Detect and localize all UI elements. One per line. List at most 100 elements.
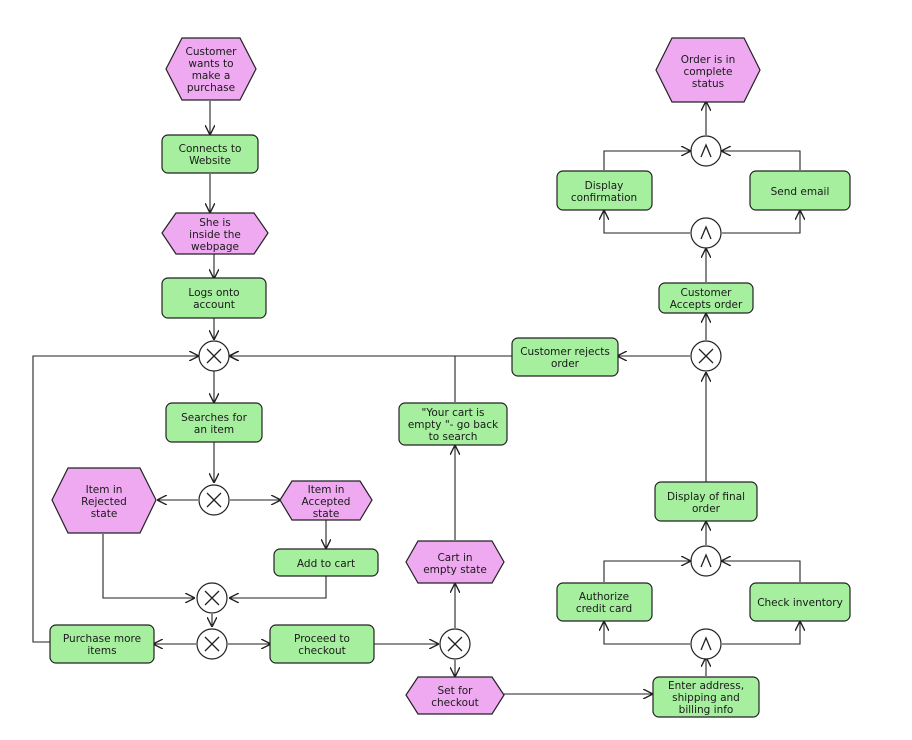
edge-rejected-g3 bbox=[102, 534, 194, 598]
label-line: order bbox=[551, 358, 580, 370]
label-line: purchase bbox=[187, 82, 235, 94]
edge-inventory-g10 bbox=[722, 561, 801, 582]
label-line: items bbox=[87, 645, 116, 657]
label-line: Order is in bbox=[681, 54, 735, 66]
label-line: state bbox=[91, 508, 118, 520]
label-line: Logs onto bbox=[188, 287, 239, 299]
label-line: complete bbox=[683, 66, 732, 78]
gate-g1 bbox=[198, 340, 230, 372]
xor-symbol bbox=[698, 348, 714, 364]
label-line: inside the bbox=[189, 229, 241, 241]
edge-display-g8 bbox=[603, 151, 690, 170]
label-line: Customer bbox=[185, 46, 237, 58]
label-line: Display bbox=[585, 180, 624, 192]
label-line: shipping and bbox=[672, 692, 740, 704]
edge-add-g3 bbox=[230, 576, 327, 598]
label-line: Customer bbox=[680, 287, 732, 299]
function-add-cart-text: Add to cart bbox=[297, 558, 355, 570]
edge-g9-email bbox=[722, 211, 800, 234]
xor-symbol bbox=[204, 590, 220, 606]
xor-symbol bbox=[447, 636, 463, 652]
edge-purchase-g1 bbox=[32, 356, 198, 643]
gate-g10 bbox=[690, 545, 722, 577]
label-line: an item bbox=[194, 424, 234, 436]
label-line: Add to cart bbox=[297, 558, 355, 570]
label-line: make a bbox=[192, 70, 231, 82]
label-line: to search bbox=[429, 431, 478, 443]
and-symbol bbox=[700, 143, 712, 158]
label-line: She is bbox=[199, 217, 231, 229]
label-line: checkout bbox=[298, 645, 346, 657]
label-line: account bbox=[193, 299, 235, 311]
label-line: Set for bbox=[437, 685, 473, 697]
label-line: Cart in bbox=[437, 552, 472, 564]
gate-g2 bbox=[198, 484, 230, 516]
gate-g8 bbox=[690, 135, 722, 167]
function-send-email: Send email bbox=[749, 170, 851, 211]
gate-g3 bbox=[196, 582, 228, 614]
label-line: webpage bbox=[191, 241, 239, 253]
edges bbox=[32, 101, 801, 694]
gate-circle bbox=[690, 545, 722, 577]
gate-circle bbox=[690, 628, 722, 660]
function-inventory: Check inventory bbox=[749, 582, 851, 622]
gate-g4 bbox=[196, 628, 228, 660]
label-line: Customer rejects bbox=[520, 346, 610, 358]
label-line: Send email bbox=[771, 186, 830, 198]
function-add-cart: Add to cart bbox=[273, 548, 379, 577]
label-line: Accepts order bbox=[670, 299, 743, 311]
function-send-email-text: Send email bbox=[771, 186, 830, 198]
and-symbol bbox=[700, 225, 712, 240]
gate-circle bbox=[690, 135, 722, 167]
label-line: Check inventory bbox=[757, 597, 843, 609]
label-line: credit card bbox=[576, 603, 632, 615]
gate-circle bbox=[690, 217, 722, 249]
label-line: "Your cart is bbox=[422, 407, 485, 419]
function-inventory-text: Check inventory bbox=[757, 597, 843, 609]
label-line: Website bbox=[189, 155, 231, 167]
and-symbol bbox=[700, 636, 712, 651]
label-line: wants to bbox=[188, 58, 233, 70]
label-line: Authorize bbox=[579, 591, 629, 603]
edge-g11-inventory bbox=[722, 622, 800, 645]
label-line: Display of final bbox=[667, 491, 745, 503]
label-line: Proceed to bbox=[294, 633, 350, 645]
label-line: Item in bbox=[308, 484, 345, 496]
gate-g5 bbox=[439, 628, 471, 660]
label-line: empty state bbox=[423, 564, 487, 576]
gate-g7 bbox=[690, 340, 722, 372]
label-line: Enter address, bbox=[668, 680, 744, 692]
